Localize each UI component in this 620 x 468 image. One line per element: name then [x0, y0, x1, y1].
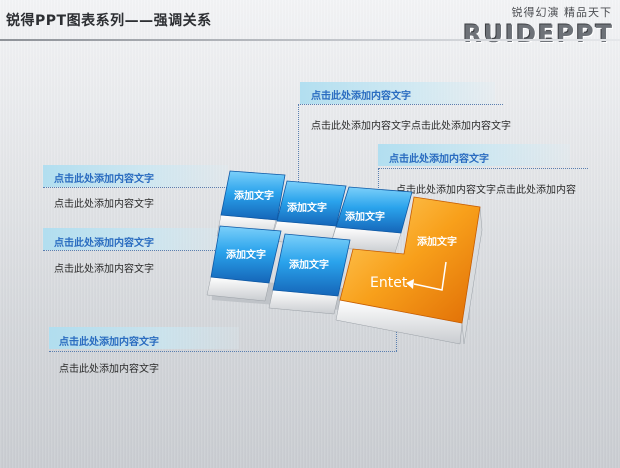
callout-3-desc[interactable]: 点击此处添加内容文字	[54, 199, 154, 210]
enter-key[interactable]: 添加文字 Entet	[335, 196, 483, 345]
key-5-label: 添加文字	[289, 258, 329, 271]
callout-1-title[interactable]: 点击此处添加内容文字	[311, 91, 411, 102]
callout-5-desc[interactable]: 点击此处添加内容文字	[59, 364, 159, 375]
callout-4-title[interactable]: 点击此处添加内容文字	[54, 238, 154, 249]
callout-3-title[interactable]: 点击此处添加内容文字	[54, 174, 154, 185]
callout-2-title[interactable]: 点击此处添加内容文字	[389, 154, 489, 165]
callout-1-band	[300, 82, 495, 104]
key-5[interactable]: 添加文字	[268, 233, 351, 315]
connector-1	[298, 104, 299, 182]
callout-4-desc[interactable]: 点击此处添加内容文字	[54, 264, 154, 275]
slogan: 锐得幻演 精品天下	[511, 6, 612, 19]
enter-arrow-icon	[406, 261, 447, 291]
key-2-label: 添加文字	[287, 201, 327, 214]
callout-5-title[interactable]: 点击此处添加内容文字	[59, 337, 159, 348]
connector-2-h	[378, 168, 588, 169]
brand-logo: RUIDEPPT	[463, 20, 614, 48]
callout-2-desc[interactable]: 点击此处添加内容文字点击此处添加内容	[396, 185, 576, 196]
connector-1-h	[298, 104, 503, 105]
connector-3-h	[43, 187, 233, 188]
header-divider	[0, 39, 620, 41]
callout-1-desc[interactable]: 点击此处添加内容文字点击此处添加内容文字	[311, 121, 511, 132]
page-title: 锐得PPT图表系列——强调关系	[6, 13, 212, 29]
callout-5-band	[49, 327, 239, 349]
connector-4-h	[43, 250, 221, 251]
connector-5-h	[49, 351, 397, 352]
key-1-label: 添加文字	[234, 189, 274, 202]
key-3-label: 添加文字	[345, 210, 385, 223]
callout-2-band	[378, 144, 570, 166]
key-4[interactable]: 添加文字	[206, 225, 282, 302]
key-4-label: 添加文字	[226, 248, 266, 261]
connector-2	[378, 168, 379, 190]
connector-5	[396, 318, 397, 351]
enter-key-main-label: Entet	[370, 275, 408, 291]
callout-3-band	[43, 165, 228, 187]
enter-key-top-label: 添加文字	[417, 235, 457, 248]
callout-4-band	[43, 228, 228, 250]
